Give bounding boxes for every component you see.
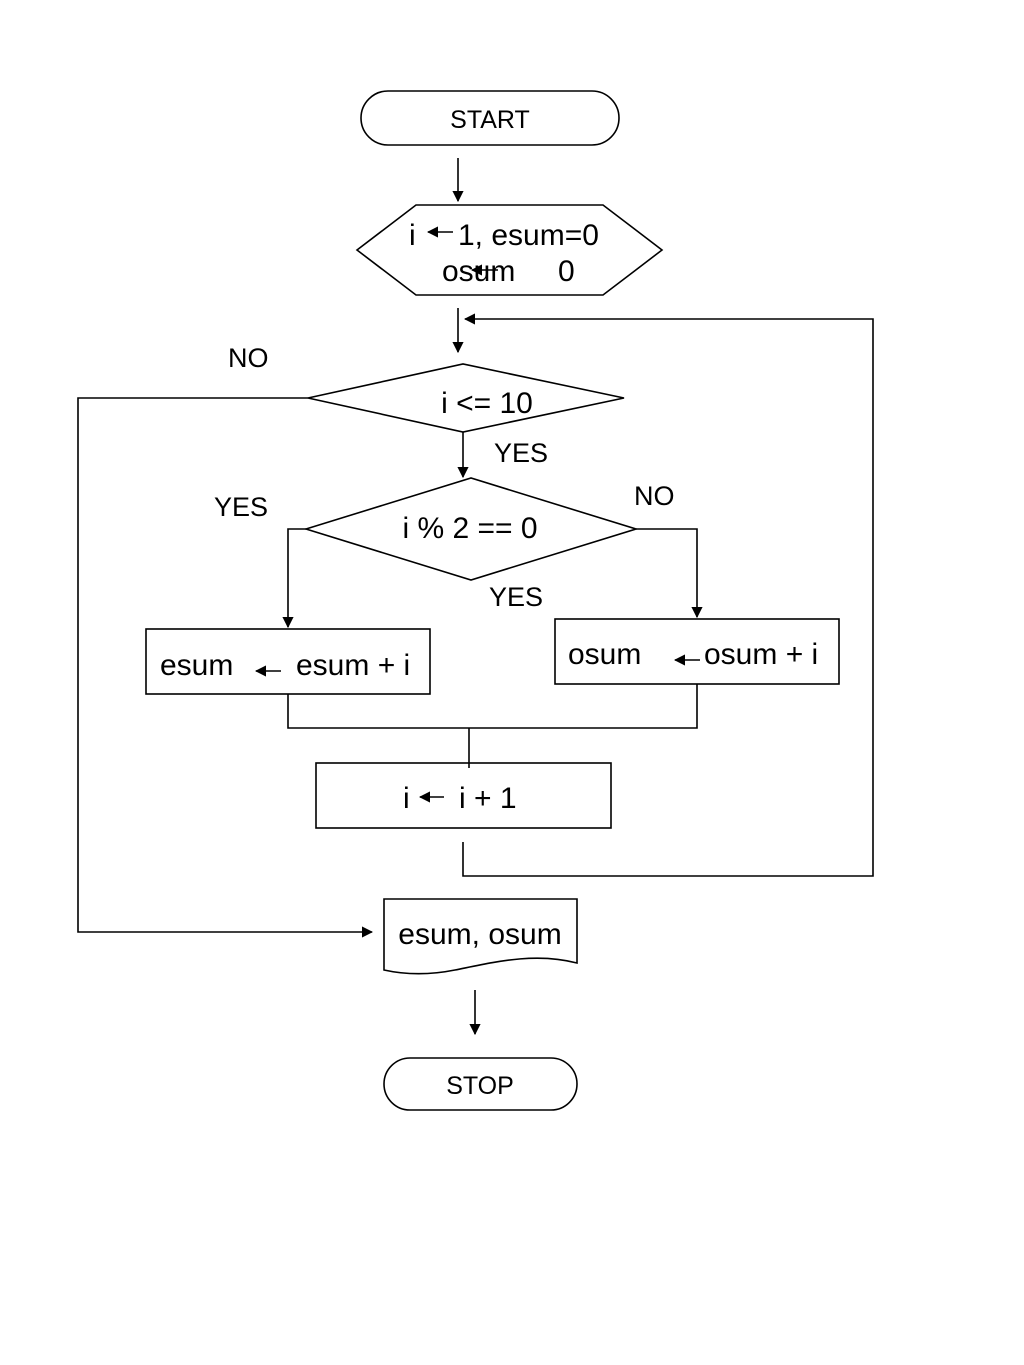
esum-update-process: esum esum + i (145, 628, 431, 695)
arrow-even-yes-to-esum (282, 528, 306, 629)
init-preparation: i 1, esum=0 osum 0 (355, 204, 664, 296)
loop-condition-label: i <= 10 (441, 387, 533, 420)
loop-condition-decision: i <= 10 (307, 363, 625, 433)
osum-update-expr: osum + i (704, 638, 818, 671)
stop-terminal: STOP (383, 1057, 578, 1111)
stop-label: STOP (446, 1072, 514, 1100)
loop-back-connector (462, 313, 874, 877)
osum-update-target: osum (568, 638, 641, 671)
even-yes-label: YES (214, 492, 268, 522)
increment-process: i i + 1 (315, 762, 612, 829)
increment-expr: i + 1 (459, 782, 517, 815)
even-condition-label: i % 2 == 0 (402, 512, 537, 545)
even-condition-decision: i % 2 == 0 (303, 477, 639, 581)
esum-update-expr: esum + i (296, 649, 410, 682)
osum-update-process: osum osum + i (554, 618, 840, 685)
merge-connector (287, 684, 698, 729)
init-osum-var: osum (442, 255, 515, 288)
arrow-loop-no-to-output (77, 397, 374, 938)
output-label: esum, osum (398, 918, 561, 951)
output-document: esum, osum (383, 898, 578, 975)
even-no-label: NO (634, 481, 675, 511)
esum-update-target: esum (160, 649, 233, 682)
increment-target: i (403, 782, 410, 815)
init-i-var: i (409, 219, 416, 252)
init-line1: 1, esum=0 (458, 219, 599, 252)
arrow-even-no-to-osum (636, 528, 703, 619)
start-label: START (450, 106, 530, 134)
even-below-label: YES (489, 582, 543, 612)
loop-yes-label: YES (494, 438, 548, 468)
start-terminal: START (360, 90, 620, 146)
init-osum-val: 0 (558, 255, 575, 288)
loop-no-label: NO (228, 343, 269, 373)
